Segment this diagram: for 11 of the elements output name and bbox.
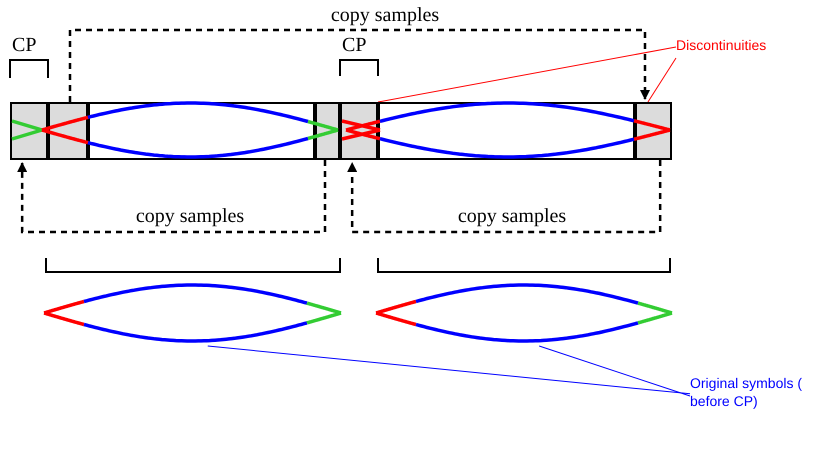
leader-line (538, 346, 690, 396)
dashed-arrow (17, 160, 326, 234)
leader-line (647, 58, 676, 102)
callout-label: Discontinuities (676, 36, 826, 58)
dashed-arrow (347, 160, 662, 234)
segment-label: CP (12, 34, 36, 57)
segment-label: CP (342, 34, 366, 57)
dashed-arrow (68, 28, 650, 102)
callout-label: Original symbols ( before CP) (690, 374, 830, 418)
leader-line (378, 46, 676, 102)
leader-line (207, 346, 690, 394)
